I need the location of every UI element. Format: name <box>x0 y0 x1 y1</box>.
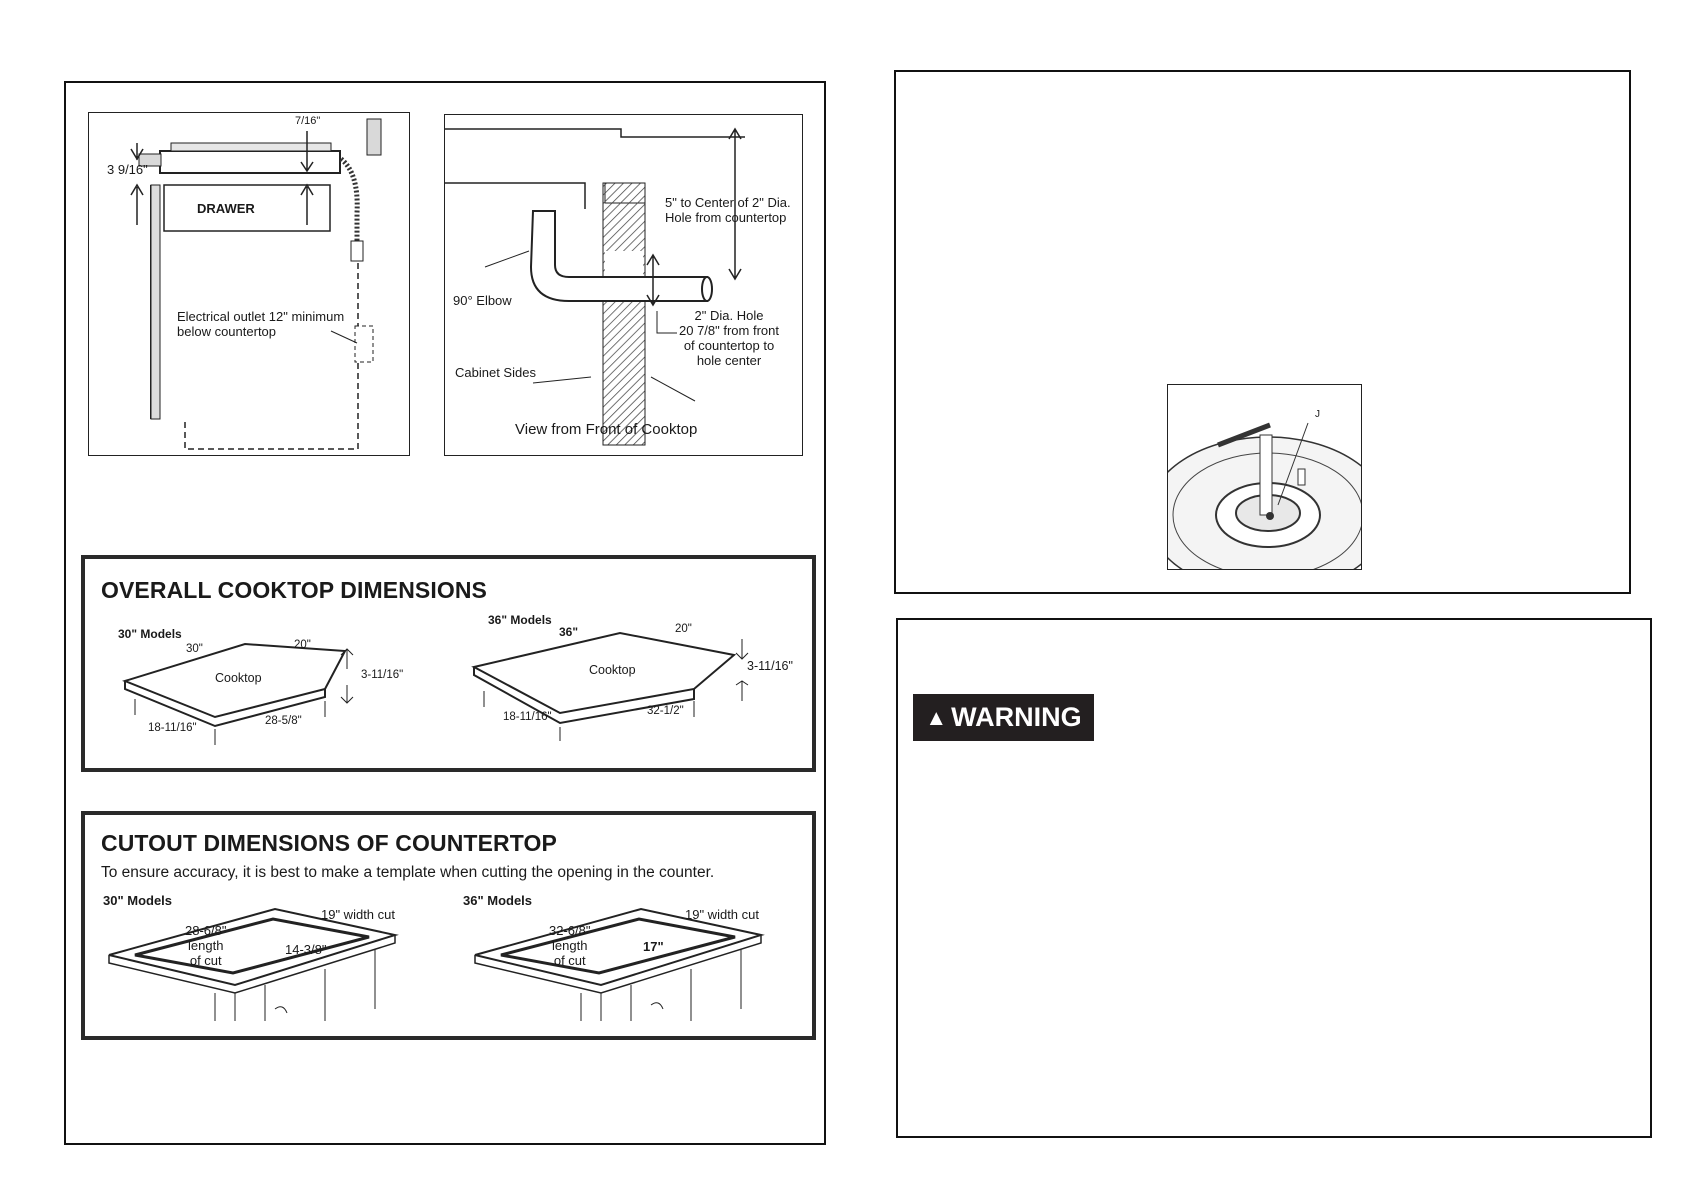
drawer-label: DRAWER <box>197 201 255 216</box>
installation-side-view-figure: 7/16" 3 9/16" DRAWER Electrical outlet 1… <box>88 112 410 456</box>
front-30: 18-11/16" <box>148 722 197 734</box>
cabinet-side-diagram <box>130 118 382 450</box>
cutout-length-30: 28-6/8" length of cut <box>185 923 227 968</box>
cutout-width-30: 19" width cut <box>321 907 395 922</box>
overall-dimensions-section: OVERALL COOKTOP DIMENSIONS 30" Models 30… <box>81 555 816 772</box>
right-bottom-frame <box>896 618 1652 1138</box>
warning-badge: ▲ WARNING <box>913 694 1094 741</box>
bottom-36: 32-1/2" <box>647 705 684 717</box>
cutout-30-diagram <box>108 907 399 1021</box>
cutout-center-36: 17" <box>643 939 664 954</box>
cutout-36-diagram <box>474 907 765 1021</box>
cutout-dimensions-subtitle: To ensure accuracy, it is best to make a… <box>101 864 715 881</box>
cutout-model-36-label: 36" Models <box>463 893 533 908</box>
right-top-frame <box>894 70 1631 594</box>
cutout-dimensions-title: CUTOUT DIMENSIONS OF COUNTERTOP <box>101 830 557 856</box>
cabinet-sides-label: Cabinet Sides <box>455 365 536 380</box>
bottom-30: 28-5/8" <box>265 715 302 727</box>
cutout-dimensions-section: CUTOUT DIMENSIONS OF COUNTERTOP To ensur… <box>81 811 816 1040</box>
cooktop-36-diagram <box>471 631 749 741</box>
height-30: 3-11/16" <box>361 669 404 681</box>
cooktop-30-label: Cooktop <box>215 671 262 685</box>
center-distance-label: 5" to Center of 2" Dia. Hole from counte… <box>665 195 791 225</box>
dim-left-label: 3 9/16" <box>107 162 148 177</box>
left-page-frame <box>64 81 826 1145</box>
cutout-center-30: 14-3/8" <box>285 942 327 957</box>
cutout-width-36: 19" width cut <box>685 907 759 922</box>
cutout-length-36: 32-6/8" length of cut <box>549 923 591 968</box>
hole-label: 2" Dia. Hole 20 7/8" from front of count… <box>679 308 779 368</box>
burner-diagram <box>1168 422 1361 569</box>
model-30-label: 30" Models <box>118 627 182 641</box>
width-36: 36" <box>559 625 579 639</box>
warning-label: WARNING <box>951 702 1082 732</box>
depth-30: 20" <box>294 639 311 651</box>
overall-dimensions-title: OVERALL COOKTOP DIMENSIONS <box>101 577 487 603</box>
cooktop-30-diagram <box>122 642 354 745</box>
burner-photo: J <box>1167 384 1362 570</box>
gas-pipe-diagram <box>445 127 745 446</box>
model-36-label: 36" Models <box>488 613 552 627</box>
elbow-label: 90° Elbow <box>453 293 512 308</box>
warning-triangle-icon: ▲ <box>925 704 948 730</box>
front-36: 18-11/16" <box>503 711 552 723</box>
cutout-model-30-label: 30" Models <box>103 893 173 908</box>
figure-caption: View from Front of Cooktop <box>515 421 698 438</box>
outlet-label: Electrical outlet 12" minimum below coun… <box>177 309 345 339</box>
width-30: 30" <box>186 643 203 655</box>
gas-pipe-front-view-figure: 5" to Center of 2" Dia. Hole from counte… <box>444 114 803 456</box>
callout-j: J <box>1315 409 1320 420</box>
depth-36: 20" <box>675 623 692 635</box>
cooktop-36-label: Cooktop <box>589 663 636 677</box>
height-36: 3-11/16" <box>747 659 793 673</box>
dim-top-label: 7/16" <box>295 115 321 127</box>
